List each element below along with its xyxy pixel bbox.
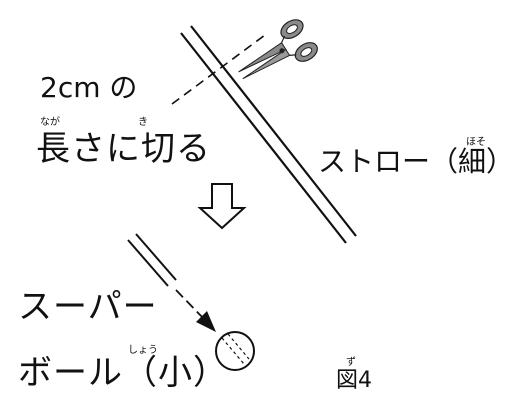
ruby-zu: ず	[346, 357, 356, 368]
cut-instruction-text: 長さに切る	[36, 129, 211, 169]
figure-number: 図4	[336, 368, 372, 393]
ruby-naga: なが	[40, 117, 60, 128]
scissors-icon	[238, 19, 318, 80]
cut-length-text: 2cm の	[40, 71, 138, 104]
super-ball-label-line2: ボール（小）	[18, 353, 228, 393]
thin-straw	[180, 25, 357, 244]
ruby-shou: しょう	[128, 345, 158, 356]
ruby-ki: き	[138, 117, 148, 128]
cut-line	[171, 34, 266, 105]
straw-label: ストロー（細）	[318, 145, 511, 178]
super-ball	[215, 331, 255, 371]
ruby-hoso: ほそ	[466, 137, 486, 148]
super-ball-label-line1: スーパー	[18, 287, 158, 327]
down-outline-arrow-icon	[197, 183, 247, 230]
short-straw-piece	[127, 233, 177, 287]
insert-arrow	[175, 289, 216, 332]
